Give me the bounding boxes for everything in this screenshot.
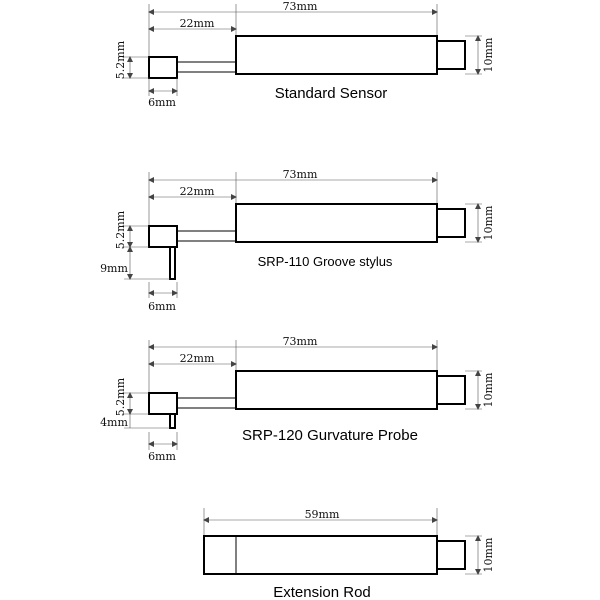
- sensor-connector: [436, 40, 466, 70]
- tip-width-label: 6mm: [148, 300, 176, 313]
- srp-110-caption: SRP-110 Groove stylus: [258, 254, 393, 269]
- tip-width-label: 6mm: [148, 450, 176, 463]
- sensor-tip: [148, 225, 178, 248]
- rod-body: [203, 535, 438, 575]
- standard-sensor-caption: Standard Sensor: [275, 85, 388, 102]
- body-height-label: 10mm: [482, 205, 495, 240]
- pin-length-label: 9mm: [100, 262, 128, 275]
- sensor-tip: [148, 392, 178, 415]
- sensor-body: [235, 203, 438, 243]
- overall-length-label: 73mm: [283, 168, 318, 181]
- groove-stylus-pin: [169, 246, 176, 280]
- sensor-body: [235, 370, 438, 410]
- overall-length-label: 59mm: [305, 508, 340, 521]
- tip-height-label: 5.2mm: [114, 377, 127, 416]
- sensor-tip: [148, 56, 178, 79]
- body-height-label: 10mm: [482, 37, 495, 72]
- rod-connector: [436, 540, 466, 570]
- srp-110-drawing: 73mm 22mm 5.2mm 9mm 6mm 10mm SRP-110 Gro…: [100, 168, 495, 313]
- srp-120-caption: SRP-120 Gurvature Probe: [242, 427, 418, 444]
- tip-height-label: 5.2mm: [114, 210, 127, 249]
- standard-sensor-drawing: 73mm 22mm 5.2mm 6mm 10mm Standard Sensor: [114, 0, 495, 109]
- overall-length-label: 73mm: [283, 0, 318, 13]
- stylus-length-label: 22mm: [180, 352, 215, 365]
- body-height-label: 10mm: [482, 537, 495, 572]
- stylus-length-label: 22mm: [180, 17, 215, 30]
- srp-120-drawing: 73mm 22mm 5.2mm 4mm 6mm 10mm SRP-120 Gur…: [100, 335, 495, 463]
- body-height-label: 10mm: [482, 372, 495, 407]
- curvature-probe-pin: [169, 413, 176, 429]
- tip-width-label: 6mm: [148, 96, 176, 109]
- sensor-connector: [436, 208, 466, 238]
- extension-rod-caption: Extension Rod: [273, 584, 371, 600]
- tip-height-label: 5.2mm: [114, 40, 127, 79]
- pin-length-label: 4mm: [100, 416, 128, 429]
- sensor-connector: [436, 375, 466, 405]
- overall-length-label: 73mm: [283, 335, 318, 348]
- extension-rod-drawing: 59mm 10mm Extension Rod: [203, 508, 495, 600]
- sensor-body: [235, 35, 438, 75]
- stylus-length-label: 22mm: [180, 185, 215, 198]
